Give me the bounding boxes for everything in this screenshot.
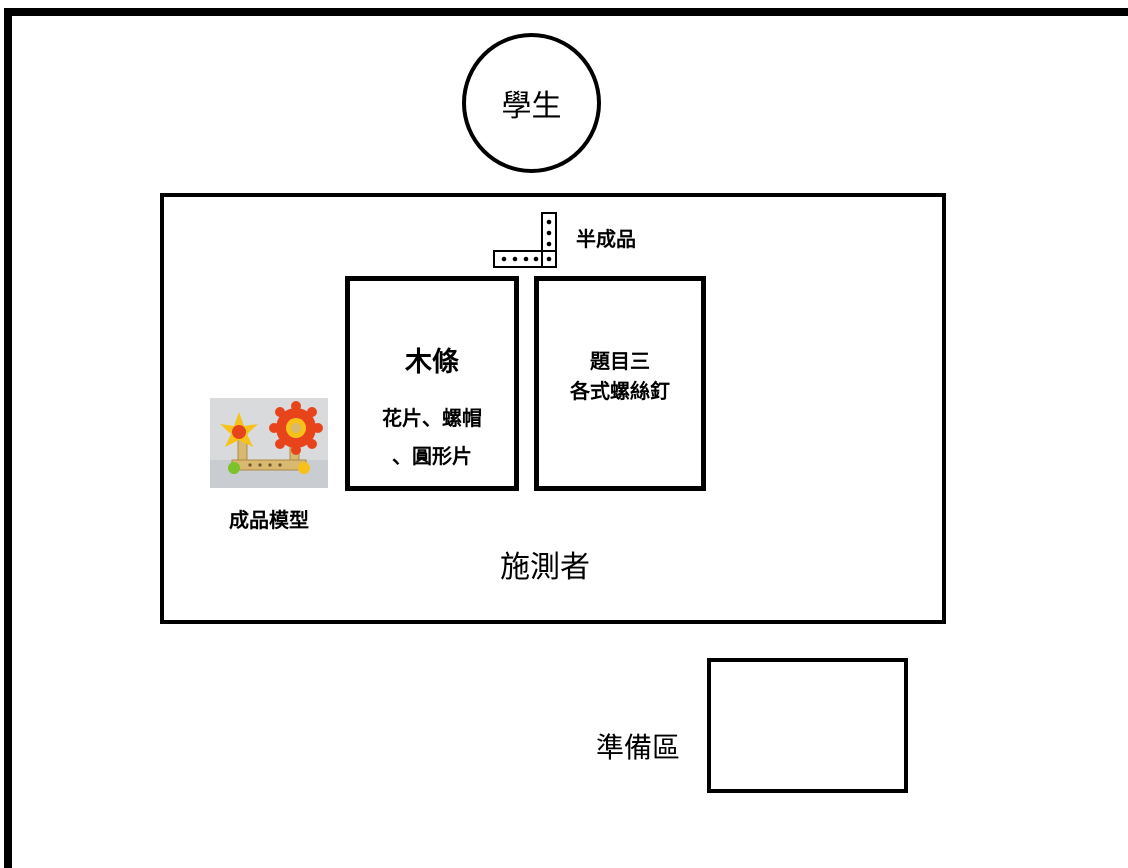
question-three-title: 題目三 (590, 349, 650, 373)
wood-strips-title: 木條 (405, 347, 459, 378)
prep-area-box (707, 658, 908, 793)
wood-strips-items: 花片、螺帽 、圓形片 (345, 399, 519, 475)
semi-finished-piece-icon (493, 212, 557, 268)
prep-area-label: 準備區 (596, 731, 681, 764)
question-three-box (534, 276, 706, 491)
finished-model-label: 成品模型 (229, 508, 309, 532)
tester-label: 施測者 (500, 550, 590, 585)
screws-label: 各式螺絲釘 (570, 379, 670, 403)
test-table (160, 193, 946, 624)
student-label: 學生 (501, 89, 562, 124)
wood-items-line-2: 、圓形片 (392, 444, 472, 468)
finished-model-photo (210, 398, 328, 488)
question-three-text: 題目三 各式螺絲釘 (534, 346, 706, 406)
semi-finished-label: 半成品 (576, 227, 636, 251)
room-border (4, 8, 1128, 868)
wood-items-line-1: 花片、螺帽 (382, 406, 482, 430)
wood-strips-box (345, 276, 519, 491)
student-circle: 學生 (462, 33, 601, 173)
